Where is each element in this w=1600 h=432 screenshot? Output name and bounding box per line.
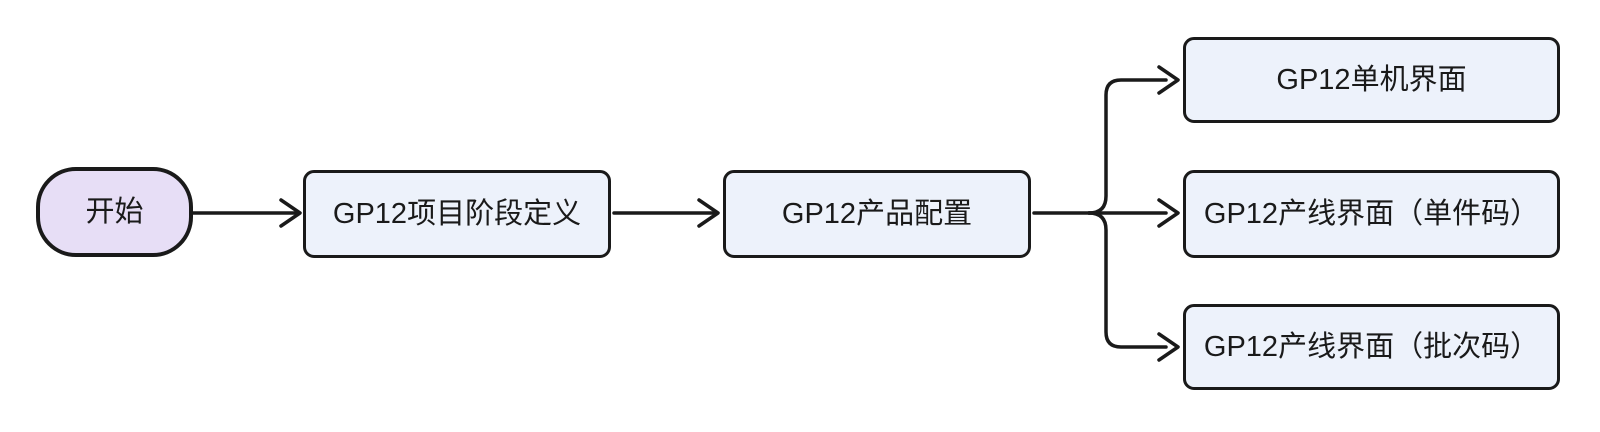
node-phase-definition: GP12项目阶段定义: [303, 170, 611, 258]
node-line-ui-unit-code-label: GP12产线界面（单件码）: [1203, 197, 1540, 230]
arrowhead-icon: [1157, 65, 1180, 95]
arrowhead-icon: [697, 198, 720, 228]
node-line-ui-batch-code: GP12产线界面（批次码）: [1183, 304, 1560, 390]
node-standalone-ui-label: GP12单机界面: [1276, 63, 1467, 96]
node-line-ui-unit-code: GP12产线界面（单件码）: [1183, 170, 1560, 258]
node-start: 开始: [36, 167, 193, 257]
arrowhead-icon: [1157, 198, 1180, 228]
node-line-ui-batch-code-label: GP12产线界面（批次码）: [1203, 330, 1540, 363]
node-standalone-ui: GP12单机界面: [1183, 37, 1560, 123]
arrowhead-icon: [1157, 332, 1180, 362]
node-phase-definition-label: GP12项目阶段定义: [332, 197, 582, 230]
edge-product-to-line-unit: [1087, 198, 1180, 228]
node-start-label: 开始: [85, 195, 144, 228]
edge-line: [1087, 78, 1168, 215]
arrowhead-icon: [279, 198, 302, 228]
edge-product-to-line-batch: [1087, 211, 1180, 362]
edge-line: [1087, 211, 1168, 349]
node-product-config-label: GP12产品配置: [781, 197, 973, 230]
edge-phase-def-to-product: [612, 198, 720, 228]
edge-start-to-phase-def: [191, 198, 302, 228]
edge-product-to-standalone: [1087, 65, 1180, 215]
node-product-config: GP12产品配置: [723, 170, 1031, 258]
